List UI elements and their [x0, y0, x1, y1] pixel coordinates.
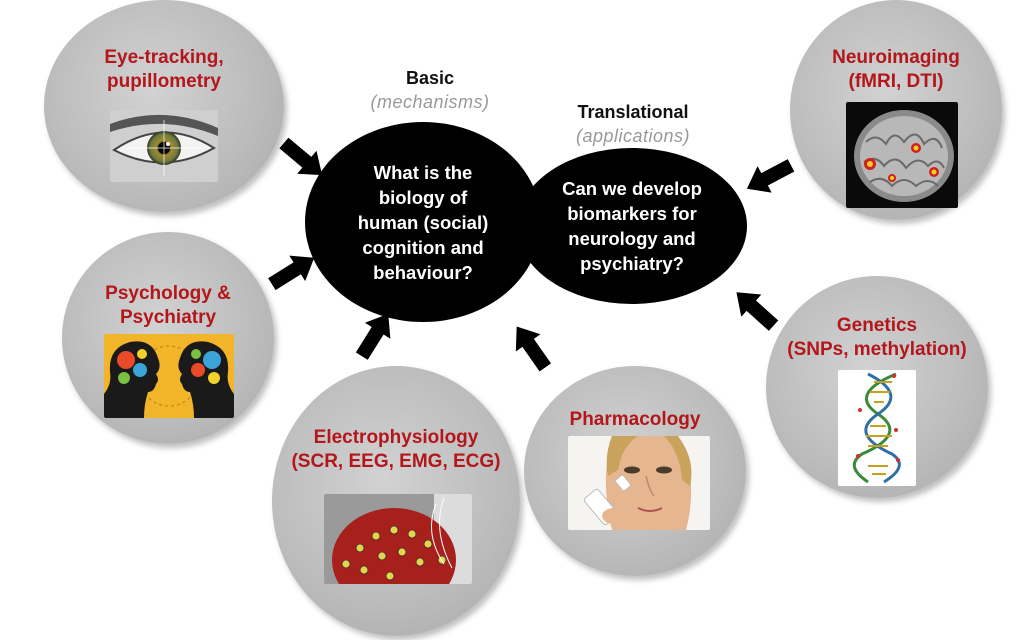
psychology-title: Psychology & Psychiatry: [105, 283, 231, 328]
nasal-spray-image: [568, 436, 710, 530]
arrow-from-genetics: [726, 281, 783, 337]
arrow-from-neuroimaging: [740, 152, 798, 202]
bubble-psychology: Psychology & Psychiatry: [62, 232, 274, 444]
arrow-from-electrophysiology: [349, 306, 401, 364]
eeg-cap-image: [324, 494, 472, 584]
eye-image: [110, 110, 218, 182]
pharmacology-title: Pharmacology: [569, 409, 701, 430]
neuroimaging-title: Neuroimaging (fMRI, DTI): [832, 47, 960, 92]
basic-question-text: What is the biology of human (social) co…: [357, 161, 489, 283]
bubble-pharmacology: Pharmacology: [524, 366, 746, 576]
arrow-from-pharmacology: [504, 318, 557, 376]
basic-question-ellipse: What is the biology of human (social) co…: [305, 122, 541, 322]
bubble-eye-tracking: Eye-tracking, pupillometry: [44, 0, 284, 212]
basic-label: Basic: [405, 68, 455, 88]
electrophysiology-title: Electrophysiology (SCR, EEG, EMG, ECG): [291, 427, 501, 472]
gear-heads-image: [104, 334, 234, 418]
genetics-title: Genetics (SNPs, methylation): [787, 315, 967, 360]
brain-scan-image: [846, 102, 958, 208]
translational-question-ellipse: Can we develop biomarkers for neurology …: [517, 148, 747, 304]
translational-label: Translational: [577, 102, 689, 122]
dna-helix-image: [838, 370, 916, 486]
bubble-neuroimaging: Neuroimaging (fMRI, DTI): [790, 0, 1002, 220]
eye-tracking-title: Eye-tracking, pupillometry: [104, 47, 224, 92]
arrow-from-eye-tracking: [274, 131, 332, 186]
bubble-electrophysiology: Electrophysiology (SCR, EEG, EMG, ECG): [272, 366, 520, 636]
translational-question-text: Can we develop biomarkers for neurology …: [562, 178, 702, 274]
basic-sub-label: (mechanisms): [370, 92, 490, 112]
arrow-from-psychology: [264, 245, 322, 297]
bubble-genetics: Genetics (SNPs, methylation): [766, 276, 988, 498]
translational-sub-label: (applications): [575, 126, 691, 146]
